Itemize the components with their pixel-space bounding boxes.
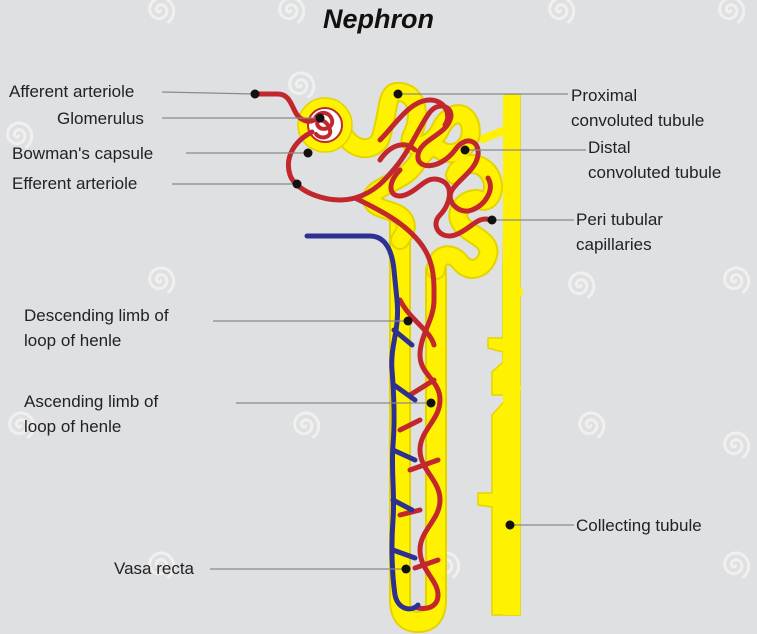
label-efferent-arteriole: Efferent arteriole: [12, 174, 138, 193]
label-ascending-limb: Ascending limb of loop of henle: [24, 392, 159, 436]
spiral-icon: [718, 0, 746, 24]
pointer-dot-peritubular-capillaries: [487, 215, 497, 225]
spiral-icon: [723, 266, 751, 294]
label-descending-limb: Descending limb of loop of henle: [24, 306, 169, 350]
label-glomerulus: Glomerulus: [57, 109, 144, 128]
spiral-icon: [723, 431, 751, 459]
label-peritubular-capillaries: Peri tubular capillaries: [576, 210, 663, 254]
page-title: Nephron: [323, 4, 434, 34]
spiral-icon: [148, 0, 176, 24]
glomerulus-shape: [313, 111, 335, 140]
pointer-dot-descending-limb: [403, 316, 413, 326]
label-collecting-tubule: Collecting tubule: [576, 516, 702, 535]
leader-lines: [161, 91, 586, 570]
pointer-dot-afferent-arteriole: [250, 89, 260, 99]
spiral-icon: [278, 0, 306, 24]
vasa-recta-shape: [304, 233, 421, 612]
convoluted-tubules-shape: [297, 81, 504, 280]
label-proximal-tubule: Proximal convoluted tubule: [571, 86, 705, 130]
label-bowmans-capsule: Bowman's capsule: [12, 144, 154, 163]
pointer-dot-proximal-tubule: [393, 89, 403, 99]
collecting-tubule-shape: [477, 94, 525, 616]
pointer-dot-vasa-recta: [401, 564, 411, 574]
label-vasa-recta: Vasa recta: [114, 559, 195, 578]
spiral-icon: [148, 266, 176, 294]
pointer-dot-ascending-limb: [426, 398, 436, 408]
leader-line-afferent-arteriole: [161, 91, 256, 95]
label-pointers: [250, 89, 515, 574]
watermark-layer: [6, 0, 751, 579]
arteriole-shape: [252, 91, 493, 611]
spiral-icon: [8, 411, 36, 439]
spiral-icon: [293, 411, 321, 439]
label-afferent-arteriole: Afferent arteriole: [9, 82, 135, 101]
pointer-dot-distal-tubule: [460, 145, 470, 155]
spiral-icon: [578, 411, 606, 439]
spiral-icon: [148, 551, 176, 579]
spiral-icon: [548, 0, 576, 24]
spiral-icon: [723, 551, 751, 579]
pointer-dot-glomerulus: [315, 113, 325, 123]
spiral-icon: [568, 271, 596, 299]
pointer-dot-bowmans-capsule: [303, 148, 313, 158]
pointer-dot-efferent-arteriole: [292, 179, 302, 189]
pointer-dot-collecting-tubule: [505, 520, 515, 530]
label-distal-tubule: Distal convoluted tubule: [588, 138, 722, 182]
spiral-icon: [6, 121, 34, 149]
spiral-icon: [288, 71, 316, 99]
